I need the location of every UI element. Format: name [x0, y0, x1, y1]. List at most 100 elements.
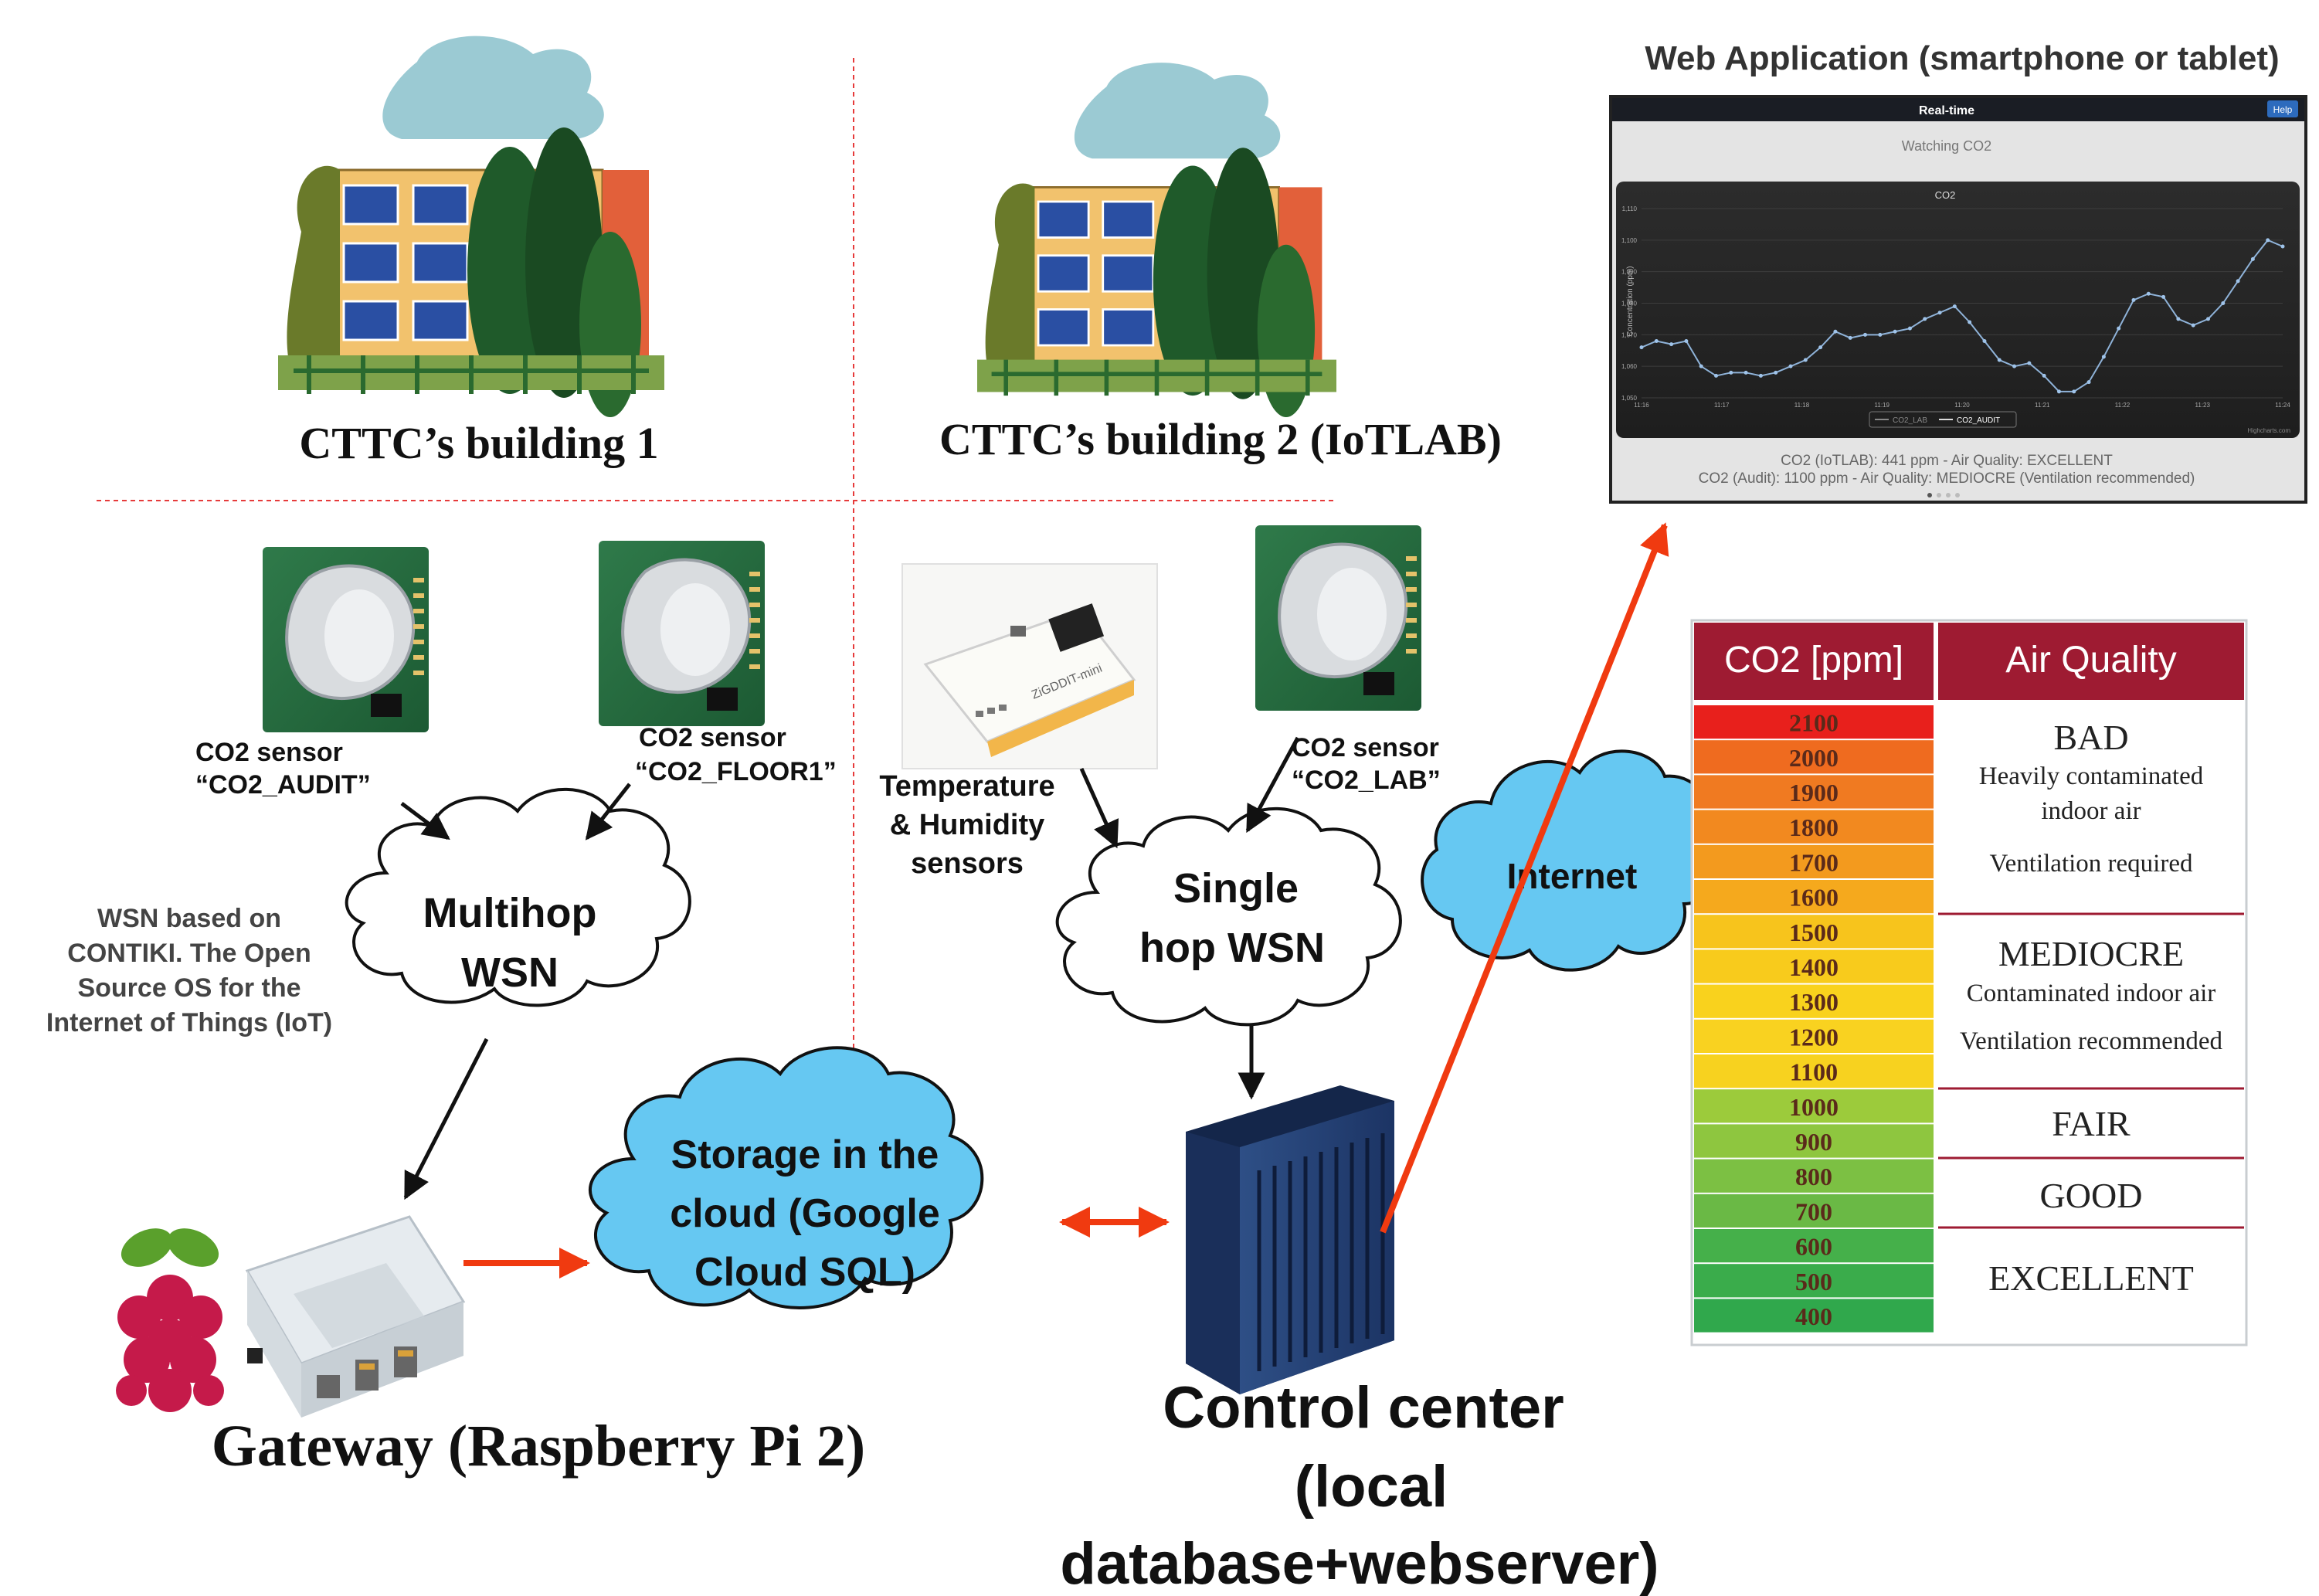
wsn-note-line1: WSN based on: [97, 904, 281, 933]
chart-point[interactable]: [2161, 294, 2166, 299]
black-arrows: [400, 736, 1300, 1200]
chart-xtick-label: 11:24: [2275, 402, 2290, 409]
chart-point[interactable]: [2056, 389, 2061, 394]
chart-point[interactable]: [2027, 361, 2032, 365]
chart-point[interactable]: [2117, 326, 2121, 331]
sensor-audit-line1: CO2 sensor: [195, 738, 343, 767]
multihop-wsn-cloud: Multihop WSN: [345, 787, 691, 1007]
chart-point[interactable]: [1684, 339, 1689, 343]
chart-point[interactable]: [2266, 238, 2270, 243]
chart-point[interactable]: [1774, 370, 1778, 375]
chart-point[interactable]: [1639, 345, 1644, 350]
chart-xtick-label: 11:22: [2115, 402, 2131, 409]
aq-mediocre-sub2: Ventilation recommended: [1960, 1027, 2222, 1055]
chart-point[interactable]: [1743, 370, 1748, 375]
red-arrows: [463, 522, 1669, 1278]
aq-level-label: 1300: [1789, 988, 1839, 1016]
aq-level-cell: [1694, 1299, 1934, 1333]
aq-level-cell: [1694, 810, 1934, 844]
chart-point[interactable]: [2205, 317, 2210, 321]
aq-header-quality: [1938, 623, 2244, 700]
chart-point[interactable]: [2042, 373, 2046, 378]
chart-point[interactable]: [2191, 323, 2195, 328]
chart-xtick-label: 11:19: [1875, 402, 1890, 409]
aq-level-label: 1900: [1789, 779, 1839, 806]
chart-point[interactable]: [1699, 364, 1703, 368]
chart-point[interactable]: [1729, 370, 1733, 375]
chart-point[interactable]: [1937, 311, 1942, 315]
aq-level-cell: [1694, 740, 1934, 774]
server-image: [1186, 1085, 1394, 1394]
chart-point[interactable]: [1952, 304, 1957, 309]
temperature-humidity-sensor-image: ZiGDDIT-mini: [901, 563, 1158, 769]
divider-lines: [97, 58, 1336, 1082]
chart-point[interactable]: [1803, 358, 1808, 362]
chart-point[interactable]: [1982, 339, 1987, 343]
chart-point[interactable]: [2131, 297, 2136, 302]
legend-co2-audit[interactable]: CO2_AUDIT: [1957, 416, 2000, 425]
arrow-floor1-to-multihop: [585, 783, 631, 840]
chart-point[interactable]: [1907, 326, 1912, 331]
chart-point[interactable]: [1758, 373, 1763, 378]
chart-point[interactable]: [2221, 301, 2226, 305]
page-dots[interactable]: [1927, 493, 1960, 497]
sensor-lab-line2: “CO2_LAB”: [1292, 766, 1441, 795]
chart-point[interactable]: [1893, 329, 1897, 334]
legend-co2-lab[interactable]: CO2_LAB: [1893, 416, 1927, 425]
aq-level-label: 1800: [1789, 813, 1839, 841]
webapp-status-line2: CO2 (Audit): 1100 ppm - Air Quality: MED…: [1699, 470, 2195, 487]
chart-point[interactable]: [2236, 279, 2240, 284]
chart-legend-box[interactable]: [1869, 411, 2017, 428]
arrow-audit-to-multihop: [400, 802, 450, 840]
chart-ytick-label: 1,070: [1621, 331, 1638, 338]
chart-point[interactable]: [2280, 244, 2285, 249]
chart-xtick-label: 11:23: [2195, 402, 2211, 409]
chart-point[interactable]: [2086, 380, 2091, 385]
aq-bad-sub2: indoor air: [2041, 797, 2141, 825]
chart-point[interactable]: [2101, 355, 2106, 359]
chart-xtick-label: 11:20: [1954, 402, 1970, 409]
chart-xtick-label: 11:17: [1714, 402, 1730, 409]
aq-level-label: 400: [1795, 1302, 1832, 1330]
chart-point[interactable]: [1848, 335, 1852, 340]
chart-point[interactable]: [2146, 291, 2151, 296]
aq-bad: BAD: [2053, 718, 2128, 757]
control-center-label: Control center (local database+webserver…: [1060, 1375, 1659, 1596]
storage-line2: cloud (Google: [670, 1191, 940, 1236]
aq-level-cell: [1694, 1124, 1934, 1158]
co2-sensor-audit-image: [263, 547, 429, 732]
chart-point[interactable]: [1788, 364, 1793, 368]
chart-point[interactable]: [1968, 320, 1972, 324]
wsn-note-line3: Source OS for the: [77, 973, 300, 1003]
chart-point[interactable]: [1714, 373, 1719, 378]
webapp-help-button[interactable]: [2267, 100, 2298, 117]
aq-level-label: 1600: [1789, 884, 1839, 912]
chart-title: CO2: [1935, 189, 1956, 201]
chart-point[interactable]: [1923, 317, 1927, 321]
chart-point[interactable]: [1669, 342, 1674, 347]
aq-level-label: 1200: [1789, 1023, 1839, 1051]
air-quality-table: CO2 [ppm] Air Quality 210020001900180017…: [1690, 619, 2248, 1346]
chart-point[interactable]: [2012, 364, 2017, 368]
gateway-label: Gateway (Raspberry Pi 2): [212, 1414, 865, 1479]
chart-point[interactable]: [1654, 339, 1659, 343]
arrow-server-to-webapp: [1380, 522, 1669, 1234]
chart-point[interactable]: [1878, 332, 1883, 337]
chart-point[interactable]: [1818, 345, 1823, 350]
chart-point[interactable]: [1863, 332, 1868, 337]
storage-line3: Cloud SQL): [694, 1250, 915, 1295]
aq-good: GOOD: [2040, 1176, 2143, 1215]
arrow-temp-to-singlehop: [1079, 767, 1119, 849]
co2-sensor-floor1-image: [599, 541, 765, 726]
chart-point[interactable]: [1997, 358, 2002, 362]
chart-point[interactable]: [1833, 329, 1838, 334]
sensor-lab-line1: CO2 sensor: [1292, 733, 1439, 762]
chart-ytick-label: 1,050: [1621, 395, 1638, 402]
aq-level-cell: [1694, 984, 1934, 1018]
webapp-subtitle: Watching CO2: [1902, 138, 1991, 154]
aq-level-label: 1000: [1789, 1093, 1839, 1121]
chart-point[interactable]: [2250, 256, 2255, 261]
chart-point[interactable]: [2176, 317, 2181, 321]
webapp-caption: Web Application (smartphone or tablet): [1645, 39, 2279, 77]
chart-point[interactable]: [2072, 389, 2076, 394]
